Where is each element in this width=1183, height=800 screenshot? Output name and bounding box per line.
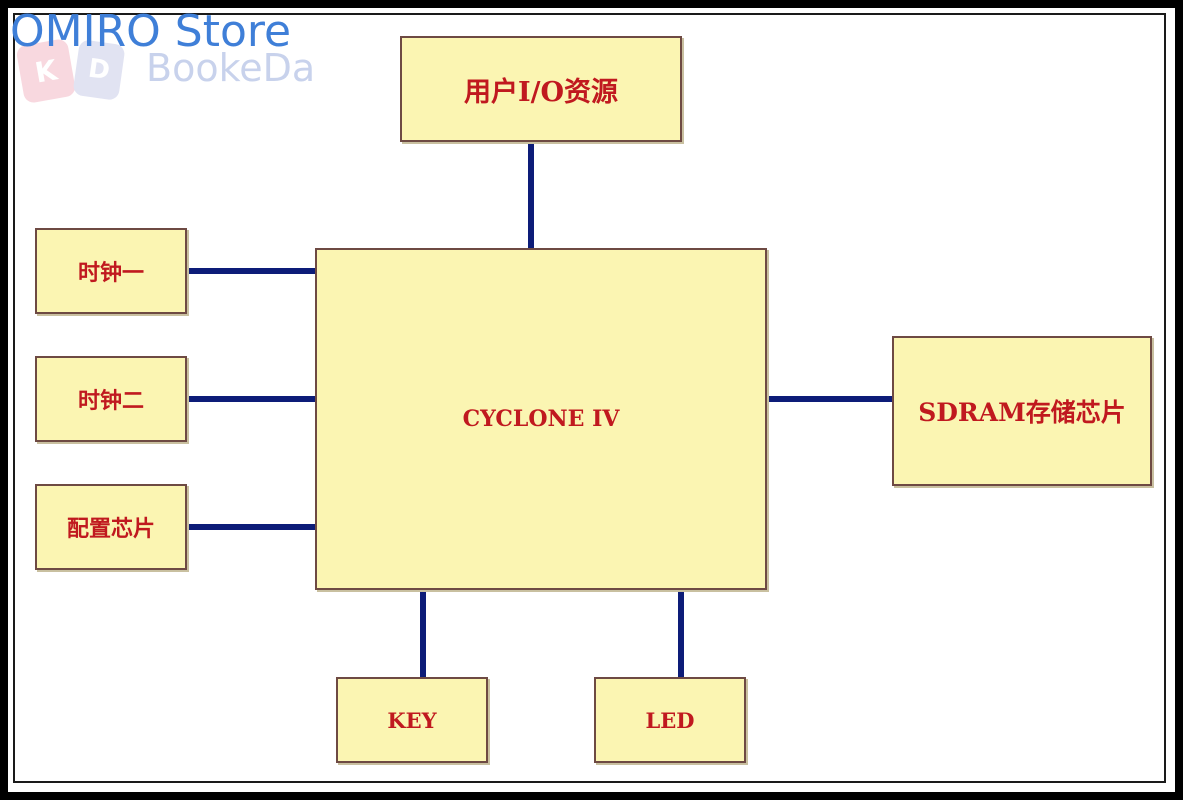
connector-key <box>420 588 426 680</box>
block-user-io: 用户I/O资源 <box>400 36 682 142</box>
connector-io <box>528 140 534 252</box>
block-config-chip: 配置芯片 <box>35 484 187 570</box>
connector-config <box>185 524 318 530</box>
block-cyclone-iv-label: CYCLONE IV <box>462 406 620 432</box>
connector-led <box>678 588 684 680</box>
block-clock-2-label: 时钟二 <box>77 388 144 414</box>
block-user-io-label: 用户I/O资源 <box>463 76 618 108</box>
block-sdram: SDRAM存储芯片 <box>892 336 1152 486</box>
block-key: KEY <box>336 677 488 763</box>
block-clock-1: 时钟一 <box>35 228 187 314</box>
block-led: LED <box>594 677 746 763</box>
block-key-label: KEY <box>387 707 437 733</box>
block-config-chip-label: 配置芯片 <box>66 516 155 542</box>
watermark-brand: BookeDa <box>146 46 316 90</box>
block-led-label: LED <box>645 707 695 733</box>
connector-sdram <box>764 396 896 402</box>
connector-clock1 <box>185 268 318 274</box>
connector-clock2 <box>185 396 318 402</box>
block-clock-1-label: 时钟一 <box>77 260 144 286</box>
block-clock-2: 时钟二 <box>35 356 187 442</box>
store-watermark: OMIRO Store <box>10 6 292 57</box>
block-cyclone-iv: CYCLONE IV <box>315 248 767 590</box>
block-sdram-label: SDRAM存储芯片 <box>918 398 1126 427</box>
